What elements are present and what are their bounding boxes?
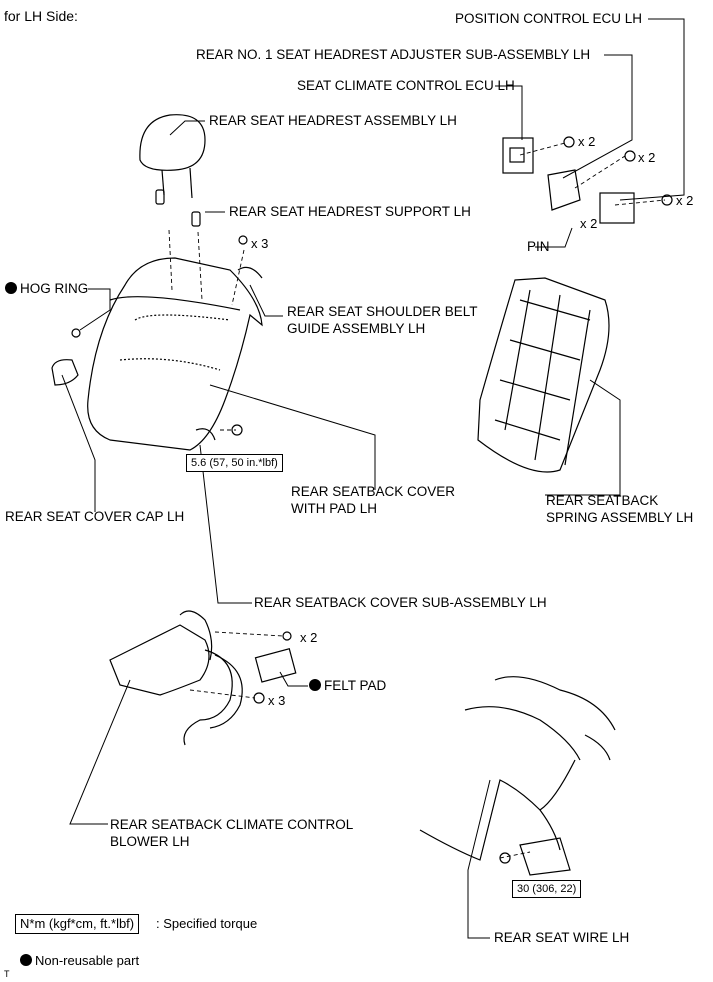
adjuster-bolt-qty: x 2 [638,150,656,165]
ecu-art [502,137,635,224]
headrest-support-label: REAR SEAT HEADREST SUPPORT LH [229,204,471,219]
fasteners-art [231,136,673,864]
seat-climate-ecu-label: SEAT CLIMATE CONTROL ECU LH [297,78,515,93]
felt-pad-text: FELT PAD [324,678,387,693]
pin-label: PIN [527,239,550,254]
non-reusable-dot-icon [5,282,17,294]
cover-cap-art [51,328,81,386]
side-title: for LH Side: [4,8,78,24]
blower-art [109,610,297,746]
headrest-adjuster-label: REAR NO. 1 SEAT HEADREST ADJUSTER SUB-AS… [196,47,591,62]
seat-cover-cap-label: REAR SEAT COVER CAP LH [5,509,185,524]
position-ecu-nut-qty: x 2 [676,193,694,208]
footer-code: T [4,969,10,979]
ecu-nut-qty: x 2 [578,134,596,149]
blower-nut-qty: x 3 [268,693,286,708]
hog-ring-label: HOG RING [5,281,88,297]
seatback-spring-art [477,277,610,473]
shoulder-belt-guide-label: REAR SEAT SHOULDER BELT GUIDE ASSEMBLY L… [287,304,478,336]
seatback-cover-with-pad-label: REAR SEATBACK COVER WITH PAD LH [291,484,456,516]
torque-unit-box: N*m (kgf*cm, ft.*lbf) [15,914,140,934]
dashed-lines [168,142,666,859]
headrest-assembly-label: REAR SEAT HEADREST ASSEMBLY LH [209,113,457,128]
pin-qty: x 2 [580,216,598,231]
hog-ring-text: HOG RING [20,281,89,296]
seat-wire-art [419,676,616,876]
headrest-art [139,114,206,227]
seatback-cover-art [87,257,263,451]
belt-guide-bolt-qty: x 3 [251,236,269,251]
seatback-cover-sub-label: REAR SEATBACK COVER SUB-ASSEMBLY LH [254,595,547,610]
wire-bolt-torque-box: 30 (306, 22) [512,880,582,898]
non-reusable-dot-icon [20,954,32,966]
non-reusable-text: Non-reusable part [35,953,140,968]
seat-wire-label: REAR SEAT WIRE LH [494,930,630,945]
felt-pad-label: FELT PAD [309,678,386,694]
seatback-spring-label: REAR SEATBACK SPRING ASSEMBLY LH [546,493,694,525]
climate-blower-label: REAR SEATBACK CLIMATE CONTROL BLOWER LH [110,817,353,849]
position-control-ecu-label: POSITION CONTROL ECU LH [455,11,643,26]
cover-nut-torque-box: 5.6 (57, 50 in.*lbf) [186,454,283,472]
leader-lines [61,18,685,939]
non-reusable-legend: Non-reusable part [20,953,139,969]
torque-desc: : Specified torque [156,916,258,931]
blower-bolt-qty: x 2 [300,630,318,645]
non-reusable-dot-icon [309,679,321,691]
